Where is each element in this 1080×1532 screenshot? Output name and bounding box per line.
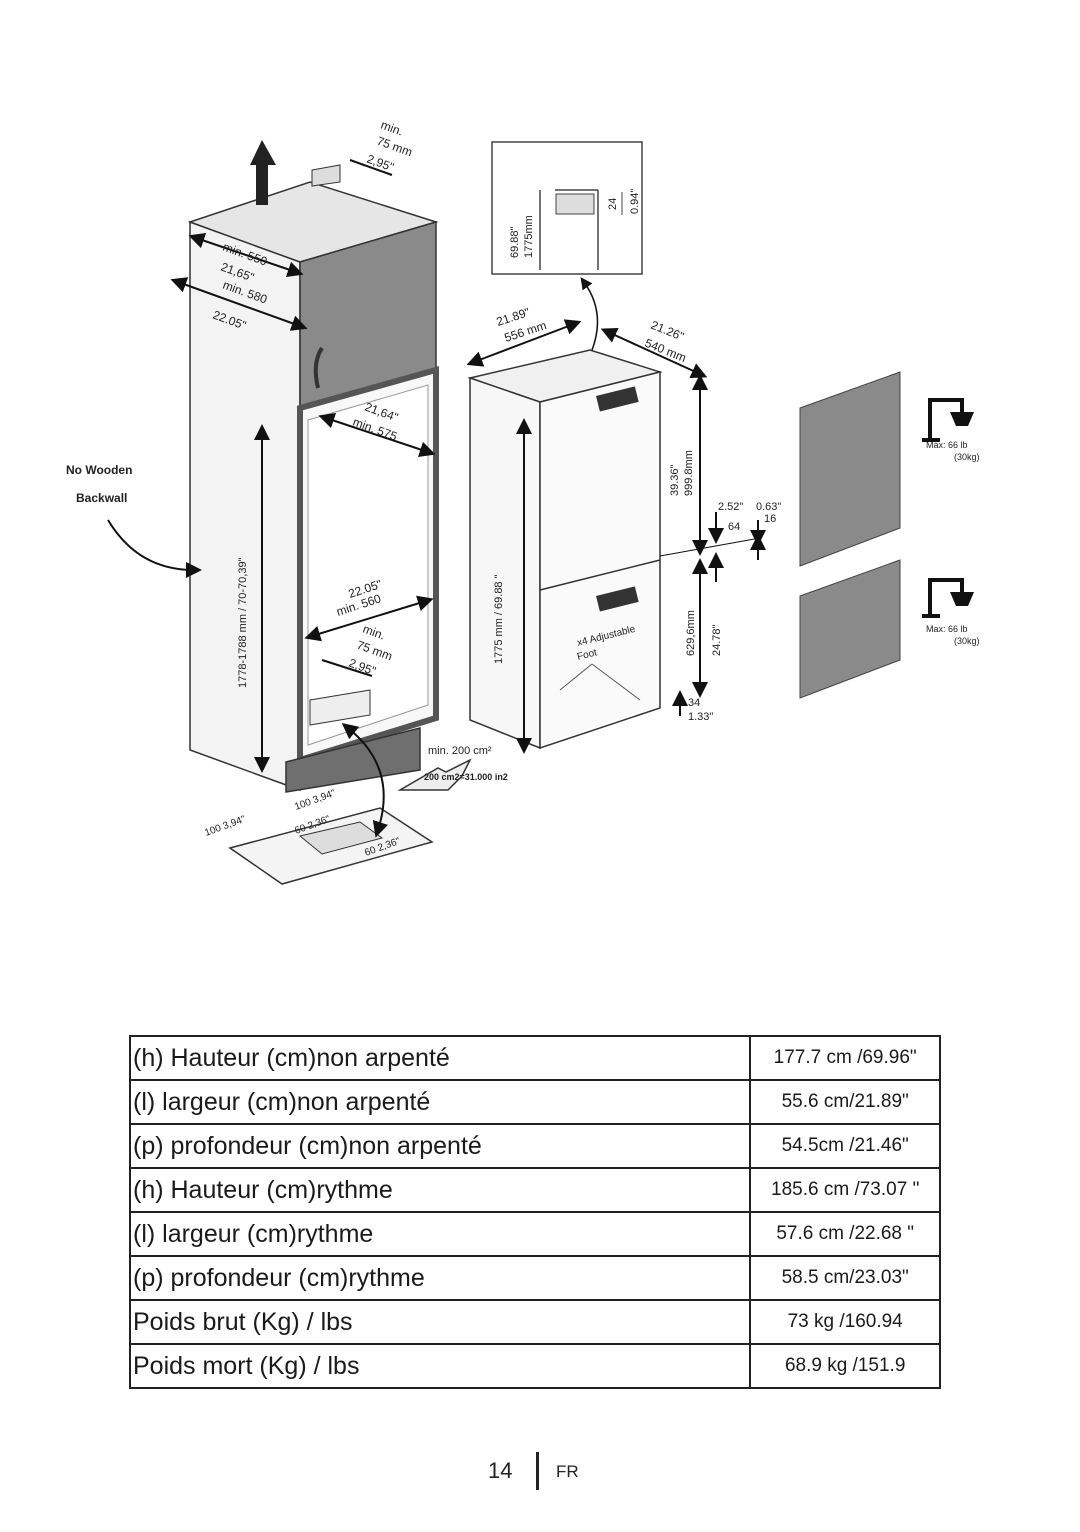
door-upper-in: 39.36" — [669, 464, 681, 496]
appliance — [467, 349, 663, 750]
max-load-1: Max: 66 lb — [926, 440, 968, 450]
row-label: (h) Hauteur (cm)non arpenté — [128, 1035, 752, 1081]
door-lower-in: 24.78" — [711, 624, 723, 656]
row-label: (p) profondeur (cm)rythme — [128, 1255, 752, 1301]
vent-area-conv: 200 cm2=31.000 in2 — [424, 772, 508, 782]
max-load-2: Max: 66 lb — [926, 624, 968, 634]
row-value: 73 kg /160.94 — [749, 1299, 941, 1345]
row-label: (h) Hauteur (cm)rythme — [128, 1167, 752, 1213]
page-footer: 14 FR — [0, 1452, 1080, 1492]
backwall-label: Backwall — [76, 491, 127, 505]
row-value: 177.7 cm /69.96" — [749, 1035, 941, 1081]
door-gap-in1: 2.52" — [718, 501, 743, 513]
detail-inset — [491, 141, 643, 275]
table-row: (p) profondeur (cm)rythme 58.5 cm/23.03" — [128, 1255, 941, 1301]
row-label: (l) largeur (cm)rythme — [128, 1211, 752, 1257]
language-code: FR — [556, 1462, 579, 1481]
appliance-height: 1775 mm / 69.88 " — [493, 574, 505, 664]
row-value: 68.9 kg /151.9 — [749, 1343, 941, 1389]
niche-height: 1778-1788 mm / 70-70,39" — [237, 557, 249, 688]
foot-height-in: 1.33" — [688, 711, 713, 723]
door-gap-in2: 0.63" — [756, 501, 781, 513]
installation-diagram: min. 75 mm 2,95" min. 550 21,65" min. 58… — [66, 118, 980, 885]
foot-label-2: Foot — [576, 647, 598, 663]
scale-icon — [922, 398, 974, 442]
max-load-1-kg: (30kg) — [954, 452, 980, 462]
door-lower-mm: 629,6mm — [685, 610, 697, 656]
detail-gap-in: 0.94" — [629, 189, 641, 214]
row-label: (l) largeur (cm)non arpenté — [128, 1079, 752, 1125]
scale-icon — [922, 578, 974, 618]
row-value: 58.5 cm/23.03" — [749, 1255, 941, 1301]
no-wooden-label: No Wooden — [66, 463, 132, 477]
vent-area-min: min. 200 cm² — [428, 745, 492, 757]
door-gap-mm2: 16 — [764, 513, 776, 525]
table-row: (l) largeur (cm)rythme 57.6 cm /22.68 " — [128, 1211, 941, 1257]
row-value: 185.6 cm /73.07 " — [749, 1167, 941, 1213]
table-row: (p) profondeur (cm)non arpenté 54.5cm /2… — [128, 1123, 941, 1169]
door-panels — [799, 371, 901, 699]
row-label: Poids mort (Kg) / lbs — [128, 1343, 752, 1389]
plinth-dim-top: 100 3,94" — [293, 788, 337, 813]
table-row: (h) Hauteur (cm)non arpenté 177.7 cm /69… — [128, 1035, 941, 1081]
row-value: 57.6 cm /22.68 " — [749, 1211, 941, 1257]
detail-height-in: 69.88" — [509, 226, 521, 258]
row-value: 55.6 cm/21.89" — [749, 1079, 941, 1125]
door-gap-mm1: 64 — [728, 521, 740, 533]
table-row: Poids mort (Kg) / lbs 68.9 kg /151.9 — [128, 1343, 941, 1389]
door-upper-mm: 999.8mm — [683, 450, 695, 496]
up-arrow-icon — [250, 140, 276, 205]
max-load-2-kg: (30kg) — [954, 636, 980, 646]
foot-height-mm: 34 — [688, 697, 700, 709]
table-row: Poids brut (Kg) / lbs 73 kg /160.94 — [128, 1299, 941, 1345]
detail-gap-mm: 24 — [607, 198, 619, 210]
footer-divider — [536, 1452, 539, 1490]
spec-table: (h) Hauteur (cm)non arpenté 177.7 cm /69… — [128, 1035, 941, 1389]
table-row: (h) Hauteur (cm)rythme 185.6 cm /73.07 " — [128, 1167, 941, 1213]
detail-height-mm: 1775mm — [523, 215, 535, 258]
table-row: (l) largeur (cm)non arpenté 55.6 cm/21.8… — [128, 1079, 941, 1125]
row-label: (p) profondeur (cm)non arpenté — [128, 1123, 752, 1169]
plinth-dim-left: 100 3,94" — [203, 814, 247, 839]
cabinet — [187, 164, 439, 885]
page-number: 14 — [488, 1458, 513, 1483]
row-label: Poids brut (Kg) / lbs — [128, 1299, 752, 1345]
door-handle — [313, 346, 324, 389]
row-value: 54.5cm /21.46" — [749, 1123, 941, 1169]
